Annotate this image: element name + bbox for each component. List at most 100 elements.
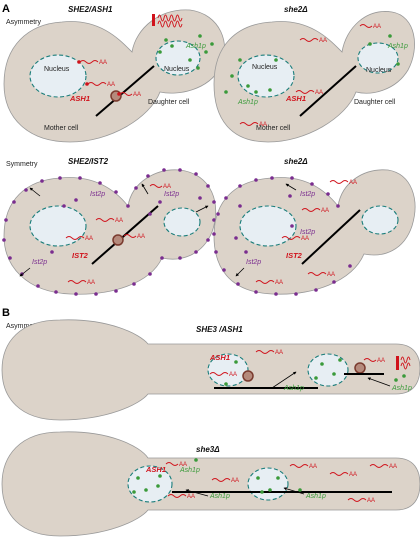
myosin-motor <box>354 362 366 374</box>
asymmetry-label: Asymmetry <box>6 19 42 26</box>
ash1-mrna <box>299 38 319 42</box>
ash1-mrna <box>79 60 99 64</box>
daughter-nucleus <box>155 40 201 76</box>
ash1-mrna <box>369 464 389 468</box>
ist2p-label: Ist2p <box>164 191 179 198</box>
polya-label: AA <box>137 234 145 240</box>
polya-label: AA <box>85 236 93 242</box>
ist2-mrna <box>65 236 85 240</box>
panel-she3-ash1: SHE3 /ASH1 ASH1 AA AA AA Ash1p Ash1p <box>1 319 420 421</box>
polya-label: AA <box>187 494 195 500</box>
ist2p-label: Ist2p <box>300 191 315 198</box>
panel-she2-delta-asym: she2Δ Nucleus Ash1p Nucleus Ash1p Daught… <box>213 5 415 143</box>
ist2p-label: Ist2p <box>246 259 261 266</box>
polya-label: AA <box>377 358 385 364</box>
arrow <box>141 183 149 195</box>
ash1-mrna <box>167 494 187 498</box>
daughter-nucleus <box>163 207 201 237</box>
hyphal-cell <box>1 431 420 537</box>
polya-label: AA <box>87 280 95 286</box>
actin-cable <box>95 65 155 117</box>
ash1-mrna <box>209 372 229 376</box>
panel-title-she2-delta: she2Δ <box>284 5 308 14</box>
ist2-mrna <box>307 272 327 276</box>
panel-she2-ash1: SHE2/ASH1 Nucleus Nucleus Ash1p Daughter… <box>3 5 225 143</box>
polya-label: AA <box>231 478 239 484</box>
ash1-mrna <box>289 464 309 468</box>
polysome-icon <box>152 14 183 28</box>
arrow <box>367 377 391 387</box>
arrow <box>271 371 297 389</box>
ist2p-protein-dots <box>50 196 202 254</box>
symmetry-label: Symmetry <box>6 161 38 168</box>
ash1-mrna <box>329 472 349 476</box>
polya-label: AA <box>367 498 375 504</box>
nucleus <box>307 353 349 387</box>
ist2p-label: Ist2p <box>32 259 47 266</box>
polya-label: AA <box>301 236 309 242</box>
nucleus-label: Nucleus <box>366 67 392 74</box>
nucleus <box>247 467 289 501</box>
ash1-mrna <box>239 122 259 126</box>
mother-daughter-cell <box>213 11 415 143</box>
ash1p-protein-dots <box>132 458 302 494</box>
ist2-mrna <box>329 180 349 184</box>
nucleus-label: Nucleus <box>252 64 278 71</box>
arrow <box>29 187 41 197</box>
myosin-motor <box>242 370 254 382</box>
ash1p-protein-dots <box>158 34 214 70</box>
daughter-cell-label: Daughter cell <box>148 99 190 106</box>
ash1-mrna <box>363 358 377 362</box>
myosin-motor <box>112 234 124 246</box>
polya-label: AA <box>309 464 317 470</box>
mother-nucleus <box>237 54 295 98</box>
ash1p-label: Ash1p <box>179 467 200 474</box>
actin-cable <box>301 209 361 265</box>
panel-she2-delta-sym: she2Δ Ist2p Ist2p Ist2p IST2 AA AA AA AA… <box>212 157 416 296</box>
ash1-mrna <box>295 90 315 94</box>
ash1p-label: Ash1p <box>305 493 326 500</box>
polya-label: AA <box>163 184 171 190</box>
ash1p-label: Ash1p <box>185 43 206 50</box>
panel-she2-ist2: SHE2/IST2 Ist2p Ist2p Ist2p IST2 AA AA A… <box>2 157 216 296</box>
ist2-mrna <box>301 208 321 212</box>
ash1-mrna <box>211 478 231 482</box>
daughter-cell-label: Daughter cell <box>354 99 396 106</box>
ash1-mrna-label: ASH1 <box>145 465 166 474</box>
nucleus <box>207 353 249 387</box>
ash1p-label: Ash1p <box>283 385 304 392</box>
ist2-mrna <box>281 236 301 240</box>
mother-nucleus <box>29 54 87 98</box>
ash1-mrna <box>165 462 179 466</box>
mother-cell-label: Mother cell <box>256 125 291 132</box>
polya-label: AA <box>229 372 237 378</box>
ist2p-label: Ist2p <box>90 191 105 198</box>
asymmetry-label-b: Asymmetry <box>6 323 42 330</box>
ash1p-protein-dots <box>224 358 406 386</box>
panel-title-she2-ist2: SHE2/IST2 <box>68 157 109 166</box>
daughter-nucleus <box>361 205 399 235</box>
mother-nucleus <box>239 205 297 247</box>
polya-label: AA <box>275 280 283 286</box>
panel-she3-delta: she3Δ ASH1 Ash1p Ash1p Ash1p AA AA AA AA… <box>1 431 420 537</box>
nucleus-label: Nucleus <box>164 66 190 73</box>
mrna-head-dots <box>77 60 121 96</box>
ash1-mrna <box>359 24 373 28</box>
polya-label: AA <box>373 24 381 30</box>
nucleus-label: Nucleus <box>44 66 70 73</box>
ist2-mrna-label: IST2 <box>72 251 89 260</box>
ash1-mrna <box>119 92 133 96</box>
polya-label: AA <box>349 180 357 186</box>
polya-label: AA <box>327 272 335 278</box>
arrow <box>19 267 31 277</box>
panel-title-she2-delta: she2Δ <box>284 157 308 166</box>
panel-title-she2-ash1: SHE2/ASH1 <box>68 5 113 14</box>
polya-label: AA <box>179 462 187 468</box>
ist2-mrna <box>67 280 87 284</box>
ist2-mrna-label: IST2 <box>286 251 303 260</box>
polya-label: AA <box>115 218 123 224</box>
panel-title-she3-delta: she3Δ <box>196 445 220 454</box>
section-b-letter: B <box>2 307 10 319</box>
ash1-mrna-label: ASH1 <box>69 94 90 103</box>
